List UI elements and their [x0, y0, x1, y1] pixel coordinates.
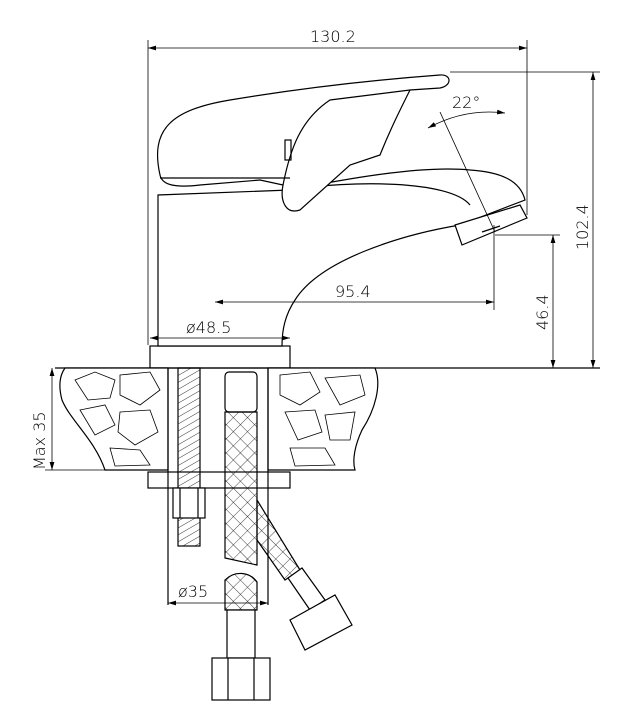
- hole-diameter-label: ø35: [178, 582, 208, 601]
- mounting-nut: [172, 487, 206, 519]
- dimension-spout-reach: 95.4: [215, 225, 495, 310]
- handle-angle-label: 22°: [452, 93, 480, 112]
- max-thickness-label: Max 35: [30, 411, 49, 470]
- dimension-base-diameter: ø48.5: [150, 318, 290, 341]
- dimension-overall-height: 102.4: [450, 71, 600, 368]
- dimension-overall-length: 130.2: [147, 27, 528, 345]
- spout-reach-label: 95.4: [335, 282, 371, 301]
- dimension-spout-height: 46.4: [495, 234, 560, 368]
- hose-nut-angled: [289, 594, 353, 651]
- supply-hoses: [211, 371, 353, 701]
- overall-length-label: 130.2: [310, 27, 356, 46]
- dimension-handle-angle: 22°: [427, 93, 506, 233]
- hose-nut-straight: [211, 657, 271, 701]
- dimension-max-thickness: Max 35: [30, 368, 168, 471]
- base-diameter-label: ø48.5: [186, 318, 231, 337]
- overall-height-label: 102.4: [573, 204, 592, 250]
- countertop-section: [59, 367, 379, 471]
- dimension-hole-diameter: ø35: [168, 582, 268, 606]
- spout-height-label: 46.4: [533, 294, 552, 330]
- threaded-rod: [177, 367, 201, 547]
